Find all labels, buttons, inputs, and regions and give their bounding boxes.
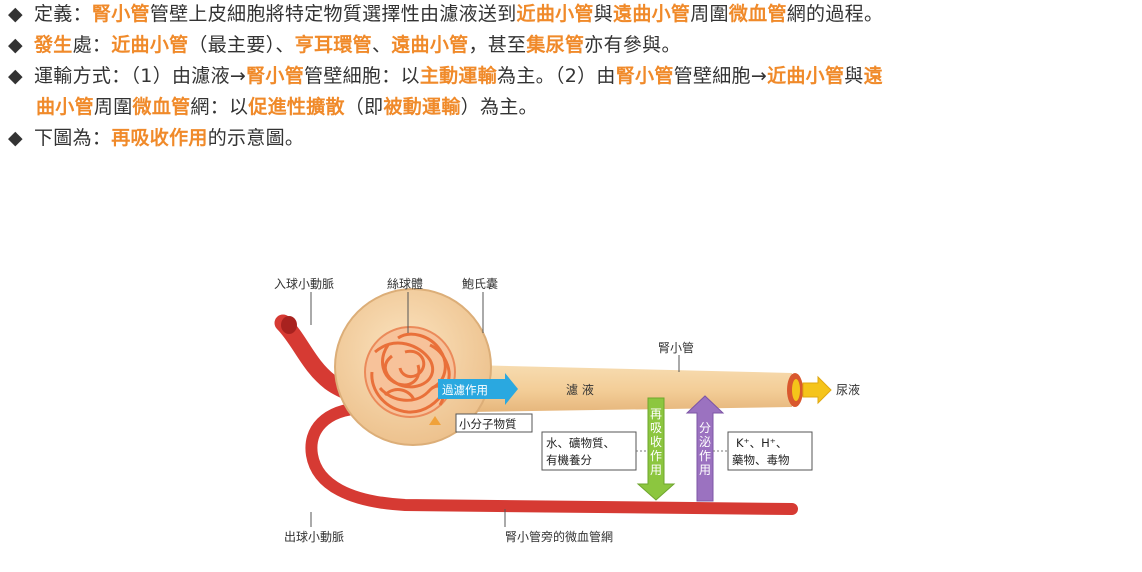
peritubular-capillary-label: 腎小管旁的微血管網: [505, 529, 613, 544]
secretion-arrow: [685, 395, 725, 502]
text-segment: 與: [844, 65, 864, 87]
text-segment: （最主要）、: [188, 34, 295, 56]
glomerulus: [364, 326, 456, 418]
highlight-term: 微血管: [132, 96, 191, 118]
highlight-term: 遠曲小管: [391, 34, 469, 56]
tubule-lumen: [792, 379, 800, 401]
renal-tubule-label: 腎小管: [658, 340, 694, 355]
highlight-term: 主動運輸: [419, 65, 498, 87]
text-segment: 管壁細胞：以: [304, 65, 420, 87]
text-segment: 的示意圖。: [207, 127, 305, 149]
text-segment: 網：以: [190, 96, 249, 118]
secreted-substances-box: [727, 431, 813, 471]
highlight-term: 再吸收作用: [111, 127, 208, 149]
transport-paragraph: ◆運輸方式：（1）由濾液→腎小管管壁細胞：以主動運輸為主。（2）由腎小管管壁細胞…: [8, 61, 1134, 123]
highlight-term: 近曲小管: [111, 34, 189, 56]
bowman-capsule-label: 鮑氏囊: [462, 276, 498, 291]
secreted-substances-line: K⁺、H⁺、: [736, 436, 787, 450]
highlight-term: 近曲小管: [767, 65, 845, 87]
highlight-term: 腎小管: [246, 65, 305, 87]
highlight-term: 促進性擴散: [248, 96, 345, 118]
highlight-term: 近曲小管: [516, 3, 594, 25]
text-segment: （即: [344, 96, 384, 118]
text-segment: 周圍: [690, 3, 729, 25]
highlight-term: 曲小管: [36, 96, 94, 118]
reabsorption-arrow: [636, 397, 676, 501]
reabsorbed-substances-line: 水、礦物質、: [546, 436, 615, 450]
text-segment: 網的過程。: [786, 3, 884, 25]
secreted-substances-line: 藥物、毒物: [732, 453, 790, 467]
renal-tubule: [470, 365, 792, 412]
text-segment: 亦有參與。: [584, 34, 681, 56]
location-paragraph: ◆ 發生處：近曲小管（最主要）、亨耳環管、遠曲小管，甚至集尿管亦有參與。: [8, 30, 1134, 61]
highlight-term: 被動運輸: [383, 96, 461, 118]
diamond-bullet-icon: ◆: [8, 65, 23, 87]
afferent-arteriole-opening: [281, 316, 297, 334]
text-segment: 下圖為：: [34, 127, 112, 149]
urine-label: 尿液: [836, 382, 860, 397]
text-segment: 處：: [72, 34, 112, 56]
afferent-arteriole-label: 入球小動脈: [274, 277, 334, 291]
transport-paragraph-continuation: 曲小管周圍微血管網：以促進性擴散（即被動運輸）為主。: [8, 92, 1134, 123]
text-segment: 定義：: [34, 3, 92, 25]
reabsorbed-substances-line: 有機養分: [546, 453, 592, 467]
text-segment: ）為主。: [460, 96, 538, 118]
text-segment: 管壁上皮細胞將特定物質選擇性由濾液送到: [149, 3, 517, 25]
text-segment: 、: [371, 34, 392, 56]
highlight-term: 腎小管: [91, 3, 150, 25]
text-segment: 為主。（2）由: [497, 65, 616, 87]
highlight-term: 亨耳環管: [294, 34, 372, 56]
highlight-term: 腎小管: [615, 65, 674, 87]
highlight-term: 遠曲小管: [613, 3, 691, 25]
small-molecule-marker: [429, 416, 441, 425]
text-segment: 運輸方式：（1）由濾液→: [34, 65, 247, 87]
figure-caption-paragraph: ◆ 下圖為：再吸收作用的示意圖。: [8, 123, 1134, 154]
reabsorption-label: 再吸收作用: [650, 407, 662, 477]
small-molecules-label: 小分子物質: [459, 417, 517, 431]
highlight-term: 發生: [34, 34, 73, 56]
text-segment: 周圍: [93, 96, 133, 118]
secretion-label: 分泌作用: [699, 421, 711, 477]
highlight-term: 微血管: [728, 3, 787, 25]
small-molecules-box: [455, 413, 533, 433]
glomerulus-label: 絲球體: [387, 276, 423, 291]
diamond-bullet-icon: ◆: [8, 3, 23, 25]
text-segment: ，甚至: [468, 34, 527, 56]
highlight-term: 遠: [863, 65, 883, 87]
filtration-arrow: [438, 373, 518, 405]
filtrate-label: 濾 液: [566, 382, 594, 397]
diamond-bullet-icon: ◆: [8, 34, 23, 56]
highlight-term: 集尿管: [526, 34, 585, 56]
leader-lines: [310, 292, 680, 527]
urine-arrow: [802, 375, 832, 405]
efferent-arteriole-label: 出球小動脈: [284, 530, 344, 544]
peritubular-capillary: [305, 402, 798, 515]
filtration-label: 過濾作用: [442, 383, 488, 397]
text-segment: 管壁細胞→: [673, 65, 768, 87]
text-segment: 與: [593, 3, 614, 25]
diamond-bullet-icon: ◆: [8, 127, 23, 149]
definition-paragraph: ◆ 定義：腎小管管壁上皮細胞將特定物質選擇性由濾液送到近曲小管與遠曲小管周圍微血管…: [8, 0, 1134, 30]
